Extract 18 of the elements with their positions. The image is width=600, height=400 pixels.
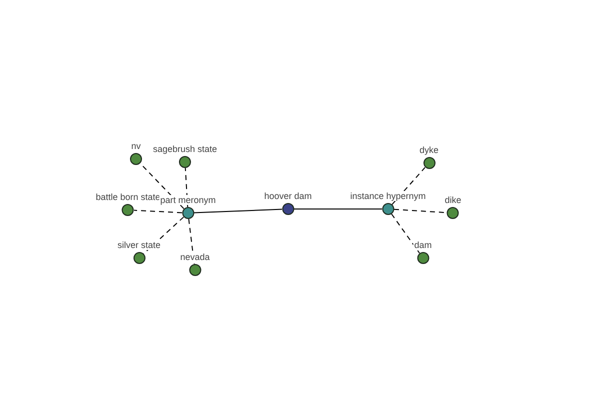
dashed-line	[134, 210, 182, 214]
dashed-line	[392, 166, 426, 206]
connector-line	[194, 208, 282, 214]
node-label: dyke	[418, 145, 440, 155]
node-label: sagebrush state	[152, 144, 218, 154]
node-label: dam	[413, 240, 433, 250]
node-label: nevada	[179, 252, 211, 262]
dashed-line	[390, 213, 420, 254]
node-label: instance hypernym	[349, 191, 427, 201]
dashed-line	[184, 168, 188, 208]
node-label: hoover dam	[263, 191, 313, 201]
node-label: part meronym	[159, 195, 217, 205]
node-label: silver state	[116, 240, 162, 250]
node-label: dike	[444, 195, 462, 205]
node-label: nv	[130, 141, 142, 151]
dashed-line	[188, 218, 195, 265]
connector-line	[294, 208, 382, 210]
node-label: battle born state	[94, 192, 162, 202]
